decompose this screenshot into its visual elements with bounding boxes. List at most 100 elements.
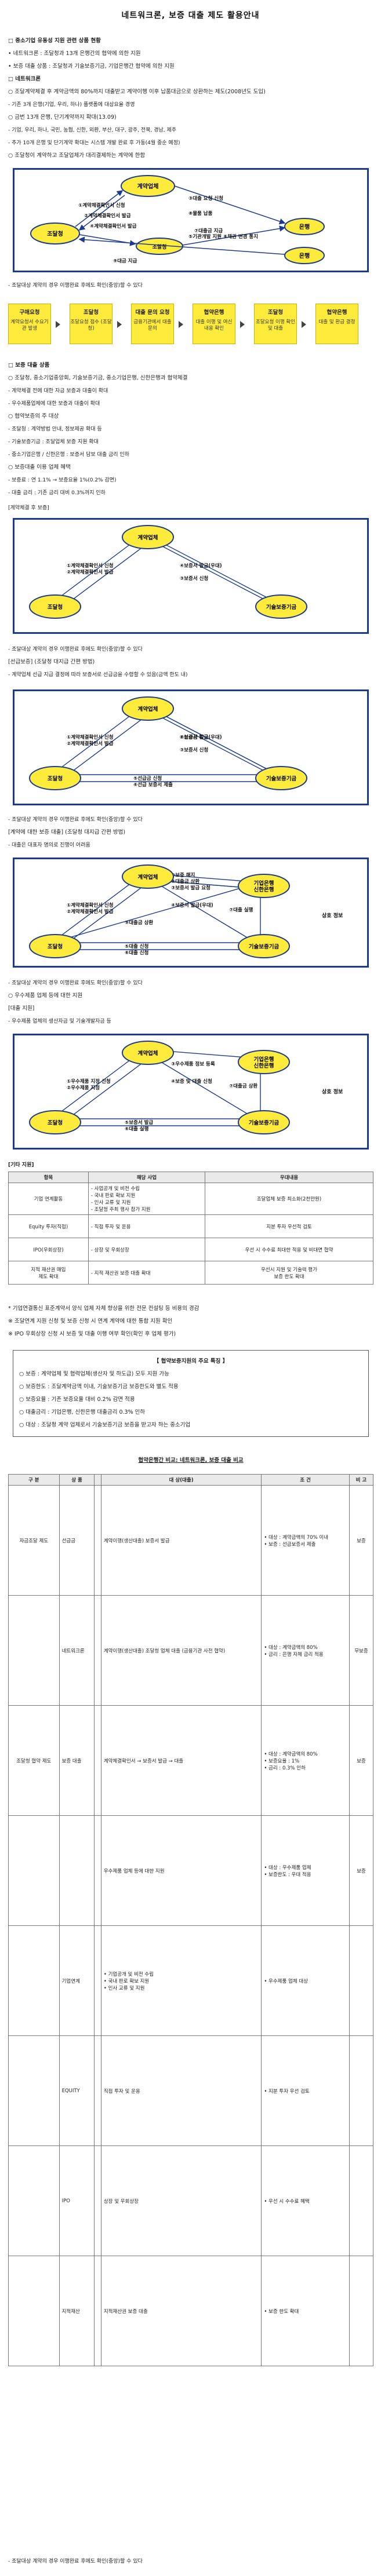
diagram-node bbox=[29, 934, 81, 958]
table-cell: - 사업공개 및 비전 수립 - 국내 판로 확보 지원 - 인사 교류 및 지… bbox=[88, 1183, 206, 1215]
table-cell: 조달청 협약 제도 bbox=[8, 1705, 60, 1816]
diagram-node-label: 계약업체 bbox=[138, 874, 158, 881]
table-cell: 지적재산권 보증 대출 bbox=[100, 2256, 262, 2366]
text-line: ○ 보증한도 : 조달계약금액 이내, 기술보증기금 보증한도와 별도 적용 bbox=[19, 1384, 179, 1390]
text-line: - 기업, 우리, 하나, 국민, 농협, 신한, 외환, 부산, 대구, 광주… bbox=[8, 127, 177, 133]
diagram-arrow-label: ⑦대출금 상환 bbox=[229, 1083, 257, 1089]
table-header-cell: 항목 bbox=[8, 1172, 89, 1183]
diagram-arrow-label: ③보증서 신청 bbox=[180, 575, 208, 582]
table-cell: - 지적 재산권 보증 대출 확대 bbox=[88, 1261, 206, 1285]
final-note-wrap: - 조달대상 계약의 경우 이행완료 후에도 확인(중앙)할 수 있다 bbox=[8, 2555, 373, 2568]
diagram-node bbox=[122, 1041, 174, 1065]
diagram-arrow-label: ⑦대출금 지급 bbox=[194, 228, 223, 234]
text-line: ○ 협약보증의 주 대상 bbox=[8, 413, 59, 419]
diagram-side-label: 상호 정보 bbox=[322, 1088, 343, 1095]
table-cell: - 직접 투자 및 운용 bbox=[88, 1214, 206, 1238]
text-line: • 네트워크론 : 조달청과 13개 은행간의 협약에 의한 지원 bbox=[8, 50, 141, 57]
diagram-node bbox=[238, 1050, 290, 1074]
diagram-node-label: 신한은행 bbox=[254, 1063, 274, 1070]
diagram-arrow-label: ⑩보증 해지 bbox=[171, 872, 195, 878]
table-cell: 계약이행(생산대출) 보증서 발급 bbox=[100, 1485, 262, 1596]
diagram-node-label: 계약업체 bbox=[138, 1050, 158, 1057]
text-line: - 추가 10개 은행 및 단기계약 확대는 시스템 개발 완료 후 가동(4월… bbox=[8, 140, 180, 146]
table-cell bbox=[94, 1815, 101, 1926]
table-cell bbox=[94, 1485, 101, 1596]
text-line: [계약에 대한 보증 대출] (조달청 대지급 간편 방법) bbox=[8, 829, 126, 835]
text-line: - 우수제품업체에 대한 보증과 대출이 확대 bbox=[8, 401, 100, 407]
table-cell bbox=[8, 1815, 60, 1926]
table-cell: EQUITY bbox=[59, 2035, 95, 2146]
table-cell: 지적 재산권 매입 제도 확대 bbox=[8, 1261, 89, 1285]
diagram-arrow-label: ⑥선급 보증서 제출 bbox=[133, 782, 173, 788]
flow-step-title: 대출 문의 요청 bbox=[135, 309, 170, 316]
diagram-arrow-label: ⑤선급금 신청 bbox=[133, 775, 162, 782]
diagram2-caption: [계약체결 후 보증] bbox=[8, 502, 373, 515]
table-cell: 계약이행(생산대출) 조달청 업체 대출 (금융기관 사전 협약) bbox=[100, 1595, 262, 1706]
diagram-arrow-label: ③보증서 발급 요청 bbox=[171, 885, 211, 891]
text-line: - 조달대상 계약의 경우 이행완료 후에도 확인(중앙)할 수 있다 bbox=[8, 647, 143, 652]
text-line: ○ 우수제품 업체 등에 대한 지원 bbox=[8, 993, 83, 999]
text-line: □ 중소기업 유동성 지원 관련 상품 현황 bbox=[8, 38, 101, 44]
table-cell: 자금조달 제도 bbox=[8, 1485, 60, 1596]
text-line: - 기술보증기금 : 조달업체 보증 지원 확대 bbox=[8, 439, 99, 445]
table-row: 기업 연계활동- 사업공개 및 비전 수립 - 국내 판로 확보 지원 - 인사… bbox=[8, 1183, 373, 1215]
table-cell: 무보증 bbox=[349, 1595, 374, 1706]
diagram-arrow-label: ⑨대출금 상환 bbox=[125, 920, 153, 926]
table-row: 우수제품 업체 등에 대한 지원• 대상 : 우수제품 업체 • 보증한도 : … bbox=[8, 1815, 374, 1926]
diagram-node-label: 기술보증기금 bbox=[266, 604, 297, 611]
diagram-node-label: 기업은행 bbox=[254, 1056, 274, 1063]
table-cell: • 대상 : 우수제품 업체 • 보증한도 : 우대 적용 bbox=[261, 1815, 350, 1926]
text-line: ○ 금번 13개 은행, 단기계약까지 확대(13.09) bbox=[8, 114, 117, 121]
flow-step-title: 협약은행 bbox=[204, 309, 224, 316]
flow-arrow-icon bbox=[117, 321, 122, 328]
intro-section: □ 중소기업 유동성 지원 관련 상품 현황 • 네트워크론 : 조달청과 13개… bbox=[8, 35, 373, 162]
table-cell bbox=[8, 2146, 60, 2256]
contract-loan-section: - 조달대상 계약의 경우 이행완료 후에도 확인(중앙)할 수 있다[계약에 … bbox=[8, 813, 373, 852]
diagram-arrow-label: ②계약체결확인서 발급 bbox=[84, 213, 131, 219]
diagram-node bbox=[238, 874, 290, 898]
diagram-node bbox=[29, 594, 81, 619]
table-cell: • 대상 : 계약금액의 70% 이내 • 보증 : 선급보증서 제출 bbox=[261, 1485, 350, 1596]
table-cell: • 지분 투자 우선 검토 bbox=[261, 2035, 350, 2146]
table-cell bbox=[8, 2256, 60, 2366]
text-line: ○ 보증요율 : 기존 보증요율 대비 0.2% 감면 적용 bbox=[19, 1396, 135, 1403]
note-text: - 조달대상 계약의 경우 이행완료 후에도 확인(중앙)할 수 있다 bbox=[8, 283, 143, 289]
table-cell: 우선 시 수수료 최대한 적용 및 비대면 협약 bbox=[205, 1238, 373, 1261]
diagram-arrow-label: ⑦선급금 지급 bbox=[180, 734, 208, 740]
diagram-node-label: 조달청 bbox=[48, 943, 63, 950]
diagram-arrow-label: ③보증서 신청 bbox=[180, 747, 208, 753]
diagram-node bbox=[238, 934, 290, 958]
notes-after-table: * 기업연결통신 표준계약서 양식 업체 자체 향상을 위한 전문 컨설팅 등 … bbox=[8, 1302, 373, 1341]
table-cell bbox=[8, 2035, 60, 2146]
compare-title-wrap: 협약은행간 비교: 네트워크론, 보증 대출 비교 bbox=[8, 1454, 373, 1467]
flow-step-title: 조달청 bbox=[267, 309, 284, 316]
table-cell: 우선시 지원 및 기술력 평가 보증 한도 확대 bbox=[205, 1261, 373, 1285]
diagram-arrow-label: ①계약체결확인서 신청 bbox=[67, 734, 114, 740]
text-line: - 기존 3개 은행(기업, 우리, 하나) 플랫폼에 대상요율 경영 bbox=[8, 102, 135, 108]
diagram-node bbox=[122, 696, 174, 721]
table-cell: • 우선 시 수수료 혜택 bbox=[261, 2146, 350, 2256]
svg-text:조달청: 조달청 bbox=[47, 230, 63, 238]
table-cell bbox=[94, 2256, 101, 2366]
text-line: [대출 지원] bbox=[8, 1005, 35, 1012]
advance-payment-section: - 조달대상 계약의 경우 이행완료 후에도 확인(중앙)할 수 있다[선급보증… bbox=[8, 643, 373, 681]
table-cell bbox=[94, 1925, 101, 2036]
compare-title: 협약은행간 비교: 네트워크론, 보증 대출 비교 bbox=[138, 1457, 244, 1464]
diagram-arrow-label: ⑧대출금 상환 bbox=[171, 878, 199, 885]
diagram-arrow-label: ④보증서 발급(우대) bbox=[180, 563, 222, 569]
flow-arrow-icon bbox=[302, 321, 306, 328]
text-line: ○ 대상 : 조달청 계약 업체로서 기술보증기금 보증을 받고자 하는 중소기… bbox=[19, 1422, 191, 1428]
text-line: - 계약업체 선급 지급 결정에 따라 보증서로 선급금을 수령할 수 있음(금… bbox=[8, 672, 188, 678]
table-cell: 보증 bbox=[349, 1815, 374, 1926]
summary-title: 【 협약보증지원의 주요 특징 】 bbox=[153, 1358, 228, 1364]
diagram-arrow-label: ⑥대출 실행 bbox=[125, 1126, 149, 1132]
text-line: - 대출은 대표자 명의로 진행이 어려움 bbox=[8, 842, 90, 848]
diagram-node bbox=[29, 1110, 81, 1134]
